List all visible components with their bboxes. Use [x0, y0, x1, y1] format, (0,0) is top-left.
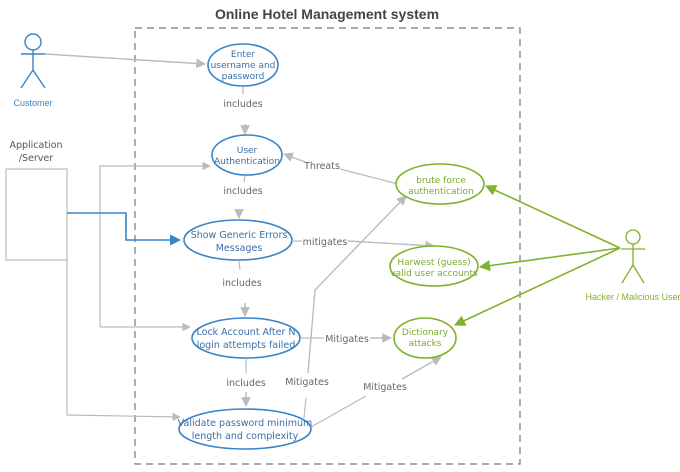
mitigates-brute-validate-label: Mitigates: [285, 377, 329, 388]
stick-figure-icon: [20, 33, 46, 89]
use-case-show-generic-errors[interactable]: Show Generic Errors Messages: [183, 219, 293, 261]
include-edge-2a: [243, 175, 246, 183]
mitigates-edge-validate-brute-b: [307, 195, 407, 374]
use-case-enter-credentials[interactable]: Enter username and password: [207, 43, 279, 87]
use-case-user-authentication-line2: Authentication: [214, 157, 280, 167]
app-server-box[interactable]: [5, 168, 68, 261]
threat-edge-brute-to-auth-a: [339, 168, 399, 185]
hacker-to-dictionary: [453, 247, 621, 326]
threat-edge-brute-to-auth-b: [283, 152, 306, 163]
threat-brute-force[interactable]: brute force authentication: [395, 163, 485, 205]
threat-harvest-accounts-line1: Harwest (guess): [397, 258, 470, 268]
app-to-validate-password: [66, 260, 181, 422]
threat-harvest-accounts-line2: valid user accounts: [390, 269, 478, 279]
includes-label-2: includes: [223, 186, 262, 197]
threat-brute-force-line1: brute force: [416, 176, 466, 186]
app-server-label-line2: /Server: [19, 153, 53, 164]
use-case-validate-password[interactable]: Validate password minimum length and com…: [178, 408, 313, 450]
includes-label-1: includes: [223, 99, 262, 110]
mitigates-dictionary-validate-label: Mitigates: [363, 382, 407, 393]
use-case-enter-credentials-line1: Enter: [231, 50, 255, 60]
use-case-lock-account[interactable]: Lock Account After N login attempts fail…: [191, 317, 301, 359]
use-case-user-authentication-line1: User: [237, 146, 258, 156]
threat-harvest-accounts[interactable]: Harwest (guess) valid user accounts: [389, 245, 479, 287]
hacker-label: Hacker / Malicious User: [585, 292, 680, 302]
includes-label-3: includes: [222, 278, 261, 289]
mitigates-edge-validate-dictionary-b: [401, 356, 442, 380]
customer-label: Customer: [13, 98, 52, 108]
threat-brute-force-line2: authentication: [408, 187, 473, 197]
stick-figure-icon: [621, 229, 645, 284]
hacker-actor[interactable]: [621, 229, 645, 284]
use-case-user-authentication[interactable]: User Authentication: [211, 134, 283, 176]
use-case-enter-credentials-line3: password: [222, 72, 265, 82]
use-case-lock-account-line1: Lock Account After N: [197, 327, 296, 338]
includes-label-4: includes: [226, 378, 265, 389]
threat-dictionary-attacks-line2: attacks: [409, 339, 442, 349]
app-server-label-line1: Application: [9, 140, 62, 151]
app-to-user-auth: [99, 161, 211, 327]
use-case-show-generic-errors-line2: Messages: [216, 243, 263, 254]
use-case-validate-password-line1: Validate password minimum: [178, 418, 313, 429]
app-to-show-errors: [67, 212, 182, 246]
use-case-show-generic-errors-line1: Show Generic Errors: [191, 230, 288, 241]
use-case-lock-account-line2: login attempts failed: [197, 340, 296, 351]
mitigates-dictionary-lock-label: Mitigates: [325, 334, 369, 345]
hacker-to-brute-force: [484, 185, 621, 249]
mitigates-edge-validate-dictionary-a: [310, 395, 367, 428]
mitigates-harvest-label: mitigates: [303, 237, 348, 248]
hacker-to-harvest: [478, 247, 621, 272]
diagram-title: Online Hotel Management system: [215, 6, 439, 22]
use-case-validate-password-line2: length and complexity: [192, 431, 299, 442]
threats-label: Threats: [303, 161, 340, 172]
use-case-enter-credentials-line2: username and: [211, 61, 276, 71]
include-edge-3a: [238, 260, 241, 271]
customer-actor[interactable]: [20, 33, 46, 89]
customer-to-enter-credentials: [44, 53, 206, 69]
mitigates-edge-validate-brute-a: [303, 397, 307, 419]
threat-dictionary-attacks[interactable]: Dictionary attacks: [393, 317, 457, 359]
threat-dictionary-attacks-line1: Dictionary: [402, 328, 449, 338]
system-boundary: [134, 27, 521, 465]
